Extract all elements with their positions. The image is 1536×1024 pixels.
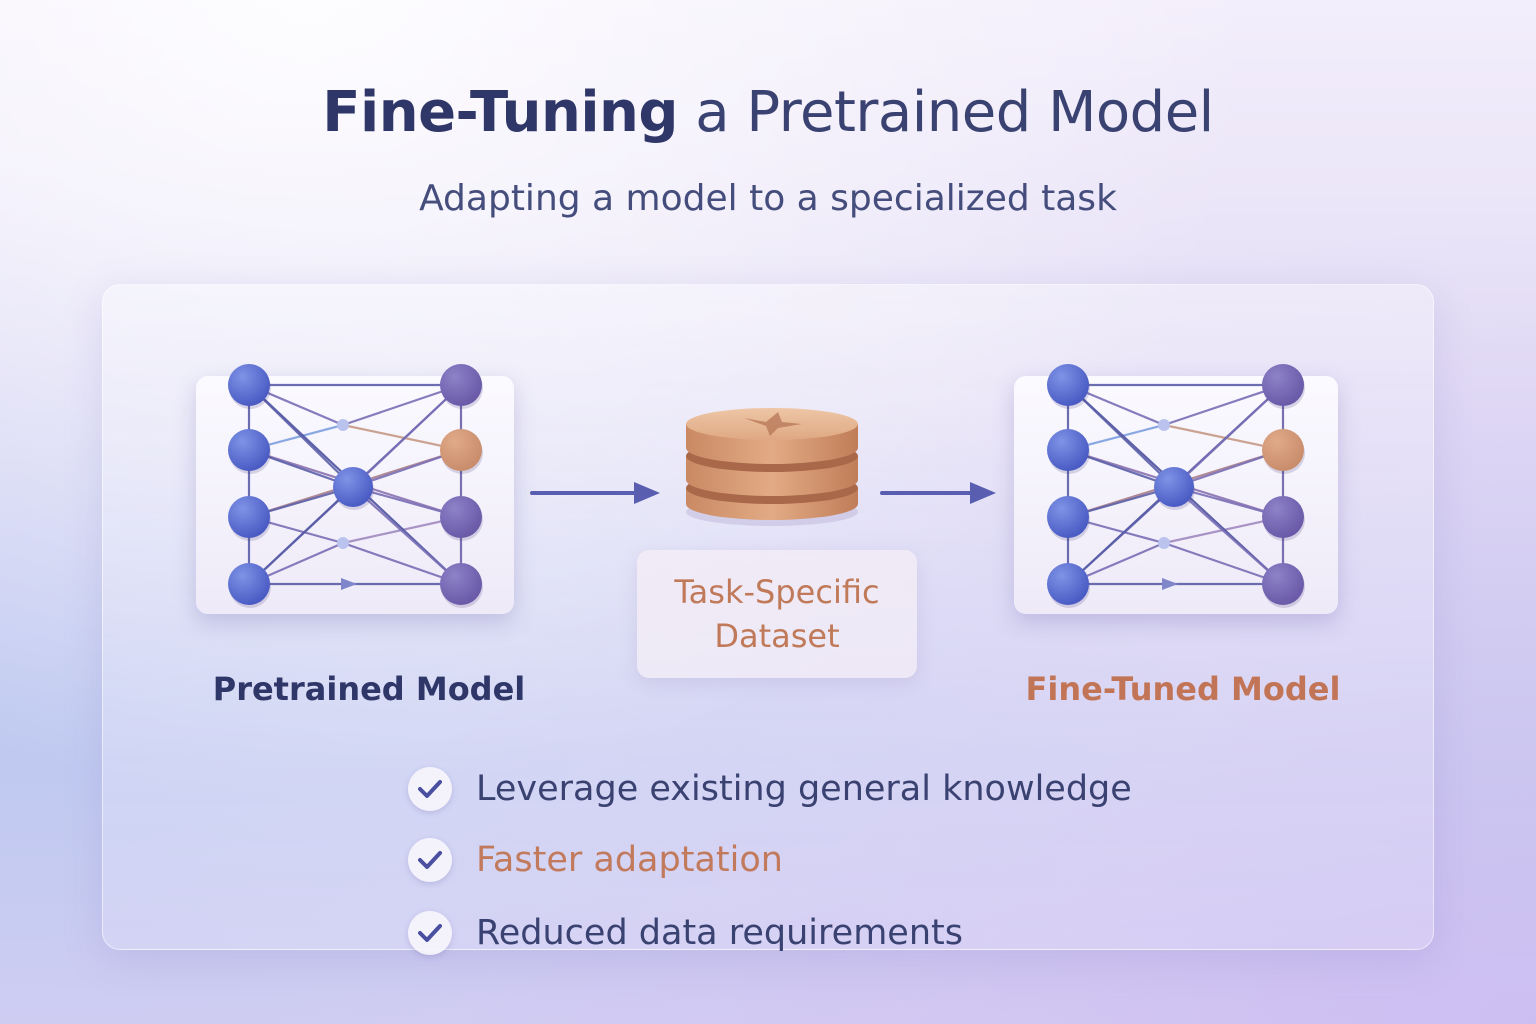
network-edge bbox=[352, 486, 462, 585]
network-small-node bbox=[1158, 419, 1170, 431]
title-rest: a Pretrained Model bbox=[678, 80, 1214, 145]
network-edge bbox=[248, 384, 354, 488]
network-node bbox=[1262, 563, 1304, 605]
network-node bbox=[1154, 467, 1194, 507]
network-node bbox=[1262, 429, 1304, 471]
network-small-node bbox=[337, 419, 349, 431]
check-icon bbox=[408, 911, 452, 955]
page-title: Fine-Tuning a Pretrained Model bbox=[0, 80, 1536, 145]
network-node bbox=[228, 563, 270, 605]
check-icon bbox=[408, 838, 452, 882]
network-edge bbox=[352, 384, 462, 488]
benefit-item: Reduced data requirements bbox=[408, 908, 963, 958]
network-node bbox=[1047, 429, 1089, 471]
title-emphasis: Fine-Tuning bbox=[322, 80, 678, 145]
network-node bbox=[228, 496, 270, 538]
network-node bbox=[1047, 364, 1089, 406]
dataset-label-box: Task-Specific Dataset bbox=[637, 550, 917, 678]
network-node bbox=[1262, 496, 1304, 538]
network-node bbox=[1262, 364, 1304, 406]
network-node bbox=[1047, 496, 1089, 538]
finetuned-network-graph bbox=[1047, 364, 1305, 608]
network-small-node bbox=[1158, 537, 1170, 549]
database-icon bbox=[686, 408, 858, 526]
network-node bbox=[228, 429, 270, 471]
network-node bbox=[440, 429, 482, 471]
benefit-text: Faster adaptation bbox=[476, 840, 783, 880]
network-edge bbox=[1173, 486, 1284, 585]
dataset-label-line2: Dataset bbox=[714, 617, 840, 655]
network-edge bbox=[1067, 384, 1175, 488]
network-small-node bbox=[337, 537, 349, 549]
network-node bbox=[333, 467, 373, 507]
edge-arrow-icon bbox=[341, 578, 357, 590]
pretrained-model-card bbox=[196, 364, 514, 614]
network-edge bbox=[1173, 384, 1284, 488]
arrow-to-finetuned bbox=[880, 482, 996, 504]
finetuned-model-card bbox=[1014, 364, 1338, 614]
network-node bbox=[228, 364, 270, 406]
finetuned-model-label: Fine-Tuned Model bbox=[1025, 670, 1341, 708]
check-icon bbox=[408, 767, 452, 811]
network-node bbox=[440, 496, 482, 538]
network-edge bbox=[248, 486, 354, 585]
benefit-text: Reduced data requirements bbox=[476, 913, 963, 953]
dataset-label-line1: Task-Specific bbox=[674, 573, 880, 611]
network-node bbox=[440, 364, 482, 406]
network-node bbox=[1047, 563, 1089, 605]
page-subtitle: Adapting a model to a specialized task bbox=[419, 178, 1117, 219]
network-node bbox=[440, 563, 482, 605]
arrow-to-dataset bbox=[530, 482, 660, 504]
benefit-text: Leverage existing general knowledge bbox=[476, 769, 1132, 809]
benefit-item: Faster adaptation bbox=[408, 835, 783, 885]
network-edge bbox=[1067, 486, 1175, 585]
pretrained-model-label: Pretrained Model bbox=[212, 670, 526, 708]
pretrained-network-graph bbox=[228, 364, 483, 608]
edge-arrow-icon bbox=[1162, 578, 1178, 590]
benefit-item: Leverage existing general knowledge bbox=[408, 764, 1132, 814]
